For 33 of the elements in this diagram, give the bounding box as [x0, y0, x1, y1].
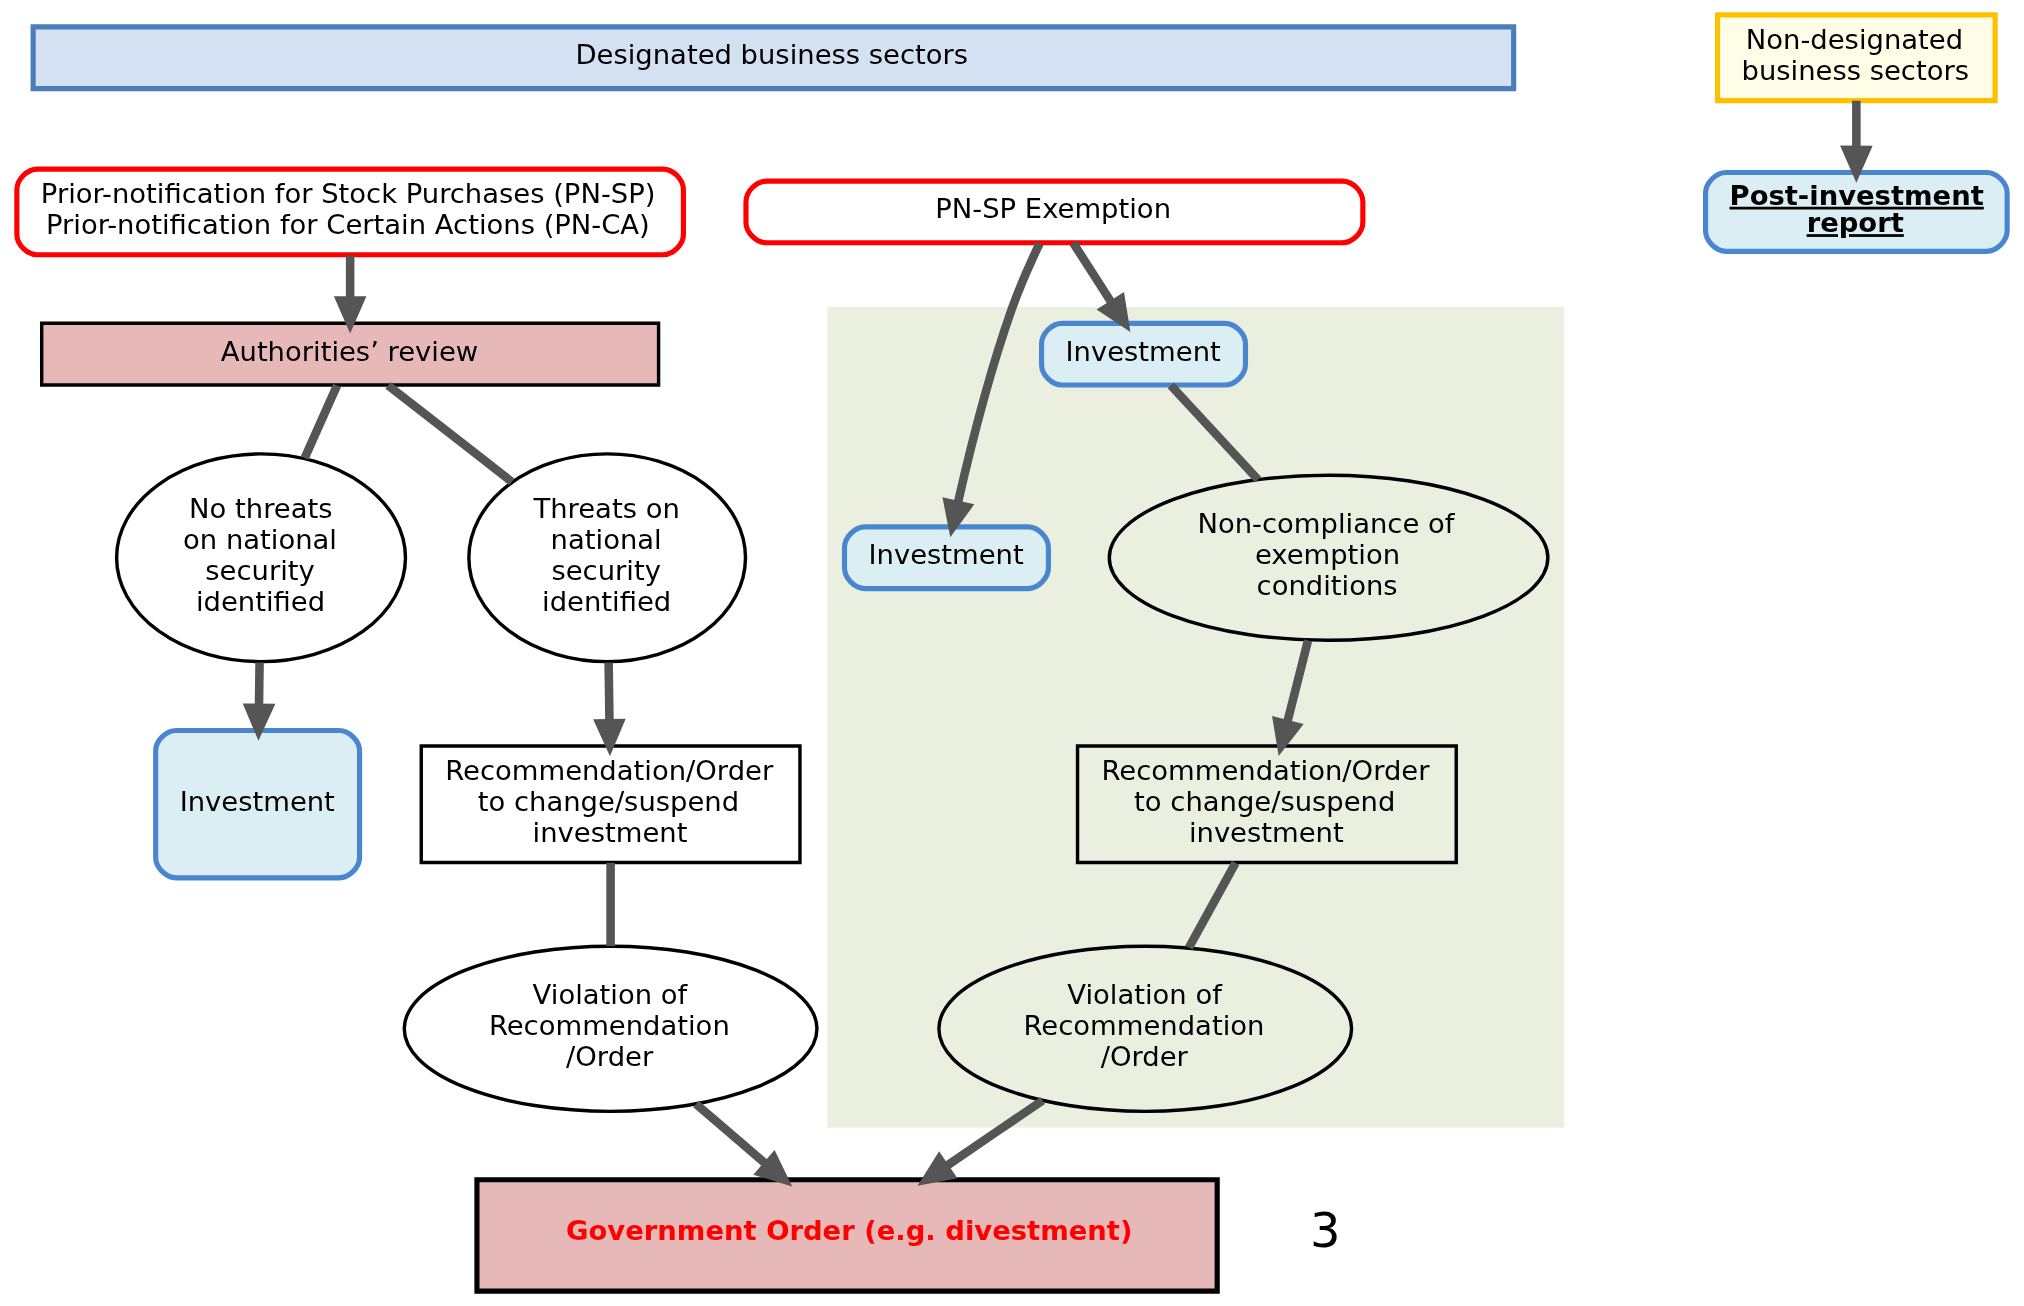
arrow: [942, 241, 1044, 538]
node-box: Recommendation/Order to change/suspend investment: [1075, 744, 1458, 865]
node-ellipse: Violation of Recommendation /Order: [937, 944, 1354, 1114]
node-box: Designated business sectors: [30, 24, 1517, 92]
node-box: Prior-notification for Stock Purchases (PN-SP) Prior-notification for Certain Actions (PN-CA): [14, 166, 686, 258]
node-box: Investment: [1039, 320, 1249, 388]
node-box: Investment: [841, 524, 1051, 592]
cluster: [827, 307, 1565, 1128]
node-box: Non-designated business sectors: [1715, 12, 1998, 104]
node-box: Government Order (e.g. divestment): [474, 1177, 1220, 1294]
connector: [300, 383, 341, 460]
node-ellipse: Non-compliance of exemption conditions: [1107, 473, 1550, 642]
node-box: PN-SP Exemption: [743, 178, 1366, 246]
label: 3: [1309, 1202, 1341, 1259]
arrow: [242, 662, 276, 741]
node-box: Investment: [153, 727, 363, 881]
arrow: [593, 662, 626, 757]
arrow: [917, 1096, 1046, 1186]
node-box: Authorities’ review: [40, 321, 661, 387]
arrow: [693, 1100, 793, 1187]
connector: [1167, 382, 1262, 483]
node-box: Post-investment report: [1703, 169, 2010, 254]
node-ellipse: Violation of Recommendation /Order: [402, 944, 819, 1114]
node-ellipse: Threats on national security identified: [467, 452, 748, 664]
node-ellipse: No threats on national security identified: [114, 452, 408, 664]
connector: [385, 382, 515, 486]
node-box: Recommendation/Order to change/suspend investment: [419, 744, 802, 865]
arrow: [1272, 639, 1313, 757]
arrow: [1840, 100, 1873, 183]
arrow: [333, 255, 367, 334]
connector: [1185, 860, 1240, 950]
arrow: [1069, 240, 1131, 333]
connector: [606, 862, 615, 947]
